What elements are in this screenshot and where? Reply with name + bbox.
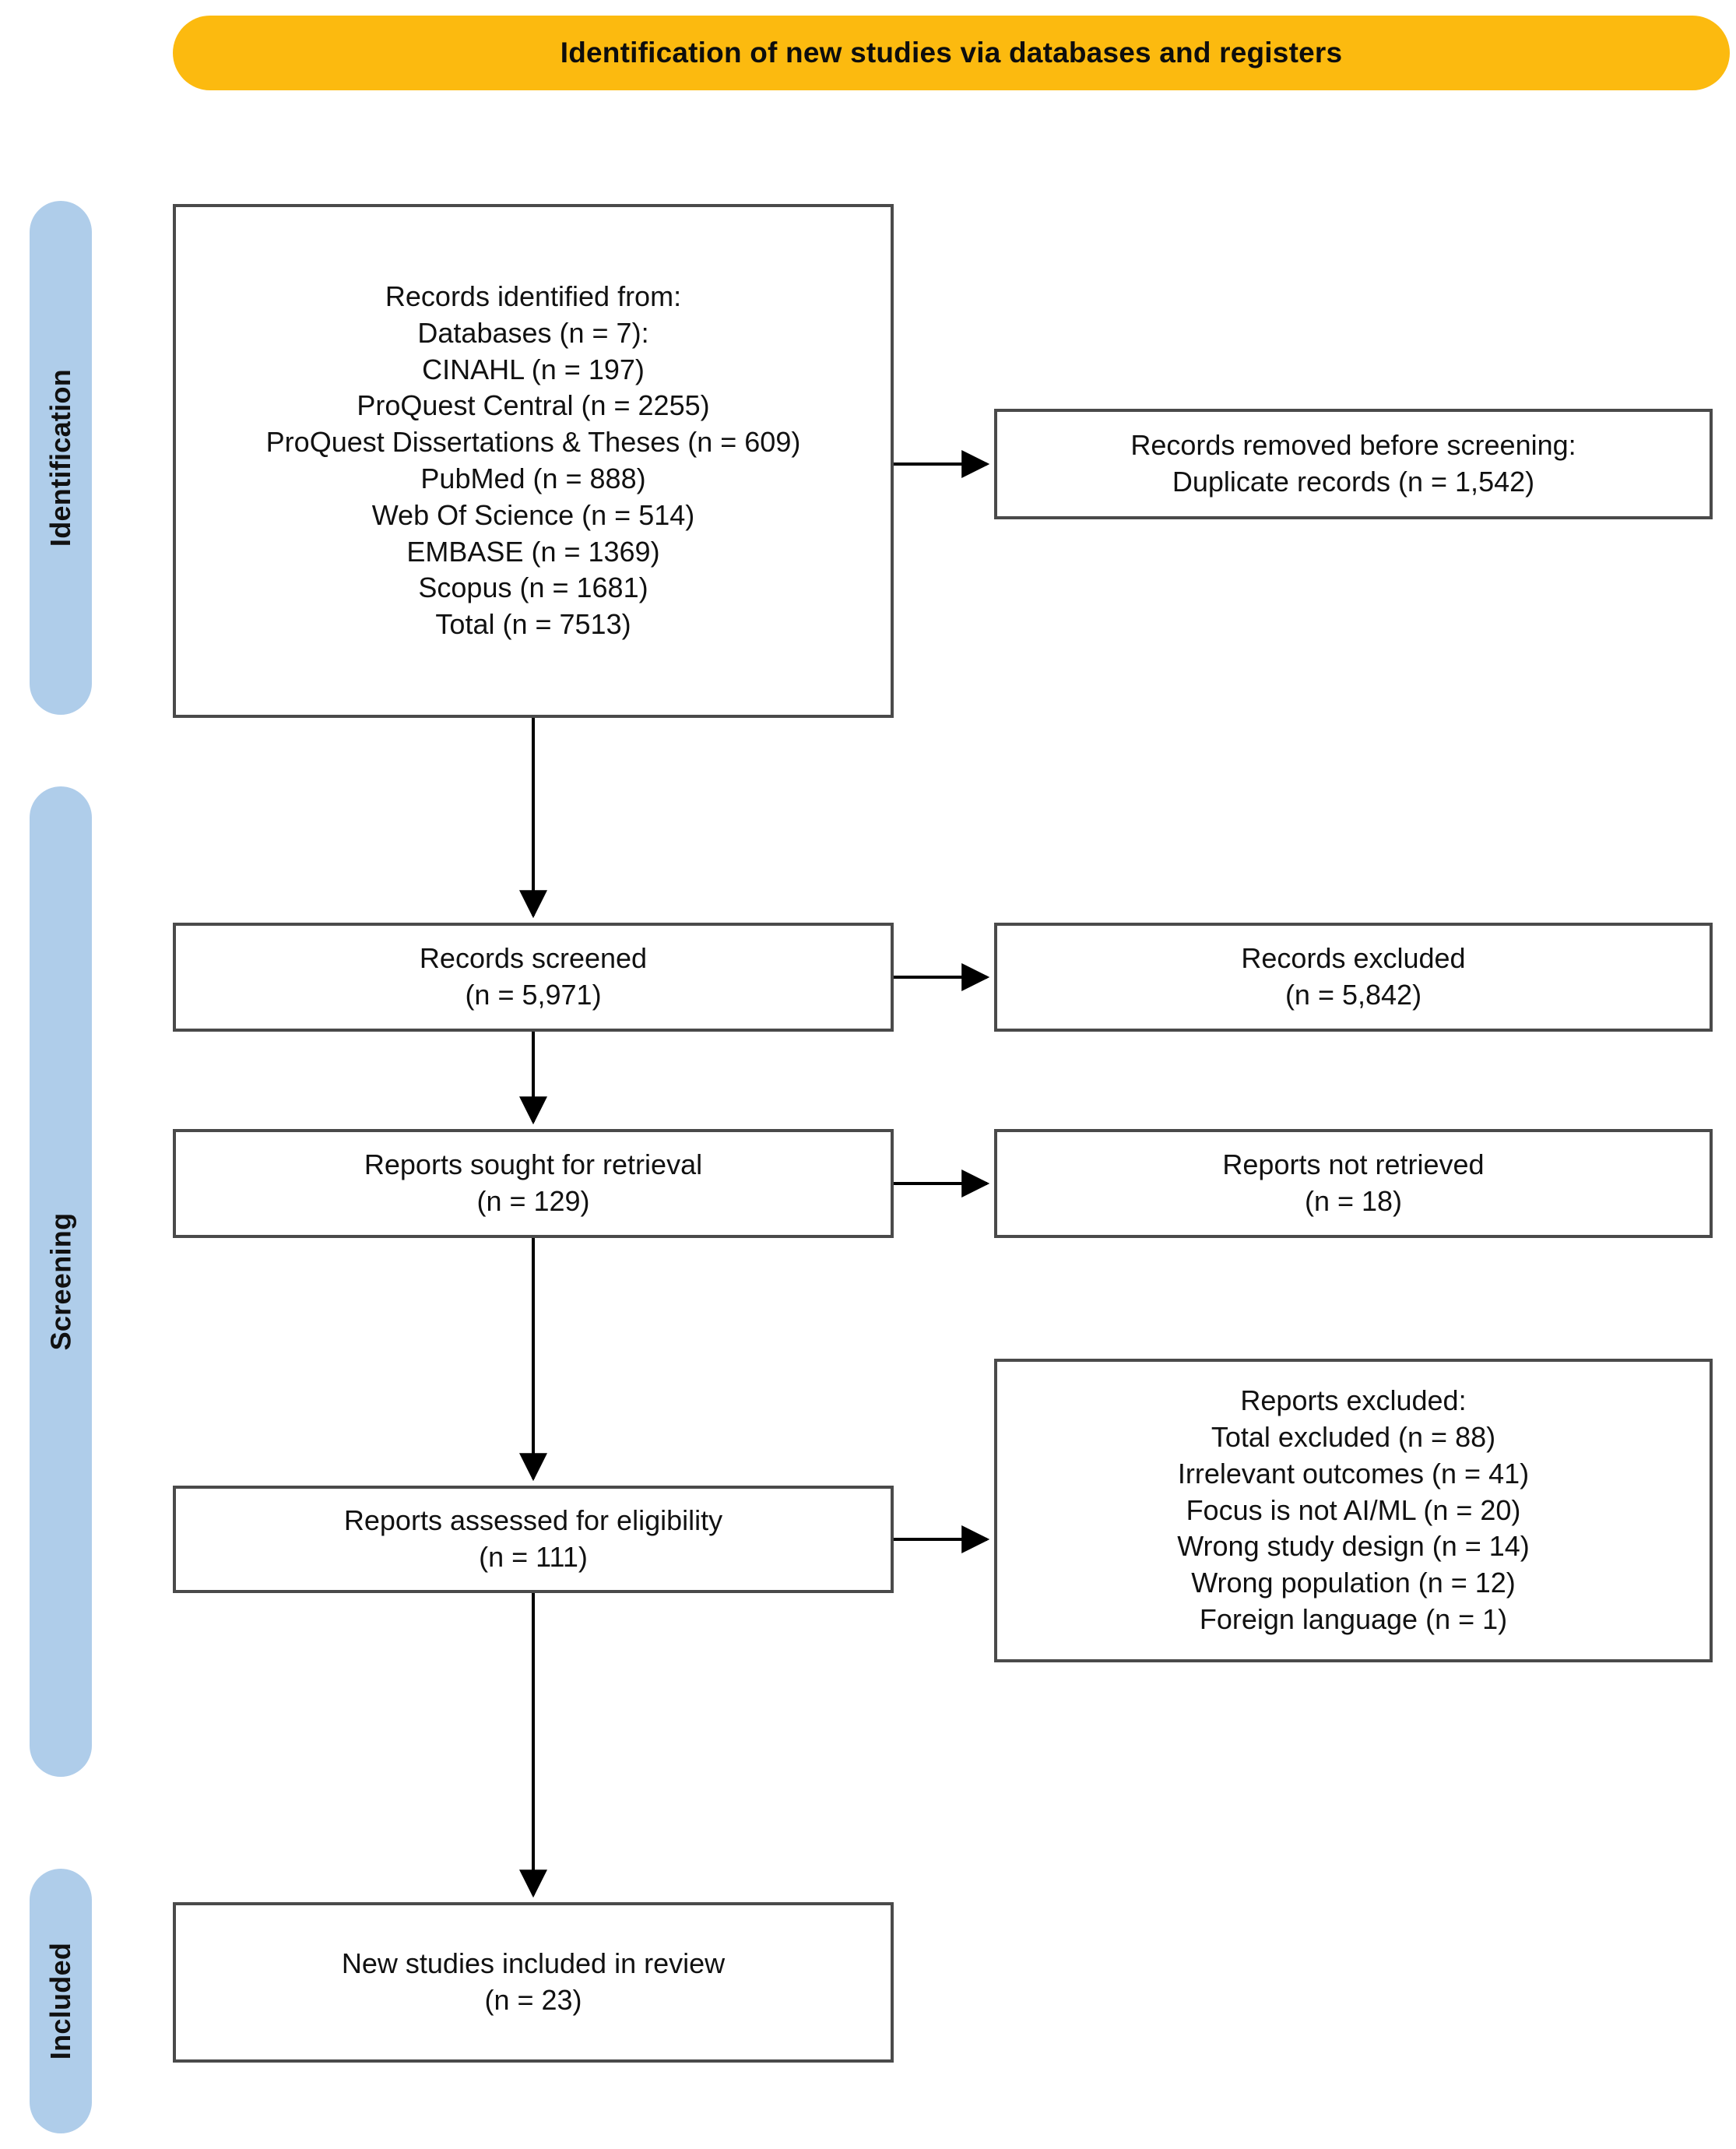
box-line: Records identified from: [385, 280, 682, 313]
stage-bar-screening: Screening [30, 786, 92, 1777]
box-line: Focus is not AI/ML (n = 20) [1186, 1493, 1521, 1526]
box-line: Wrong study design (n = 14) [1177, 1530, 1530, 1563]
box-records-screened: Records screened (n = 5,971) [173, 923, 894, 1032]
box-line: Records excluded [1241, 942, 1466, 975]
box-line: (n = 18) [1304, 1185, 1403, 1217]
box-reports-excluded: Reports excluded: Total excluded (n = 88)… [994, 1359, 1713, 1662]
box-line: Databases (n = 7): [417, 316, 649, 349]
stage-label-screening: Screening [44, 1212, 77, 1351]
box-line: Reports excluded: [1240, 1384, 1467, 1417]
box-line: Reports assessed for eligibility [343, 1504, 723, 1537]
stage-label-included: Included [44, 1942, 77, 2060]
header-banner: Identification of new studies via databa… [173, 16, 1730, 90]
banner-title: Identification of new studies via databa… [560, 37, 1343, 69]
box-line: Wrong population (n = 12) [1191, 1567, 1516, 1599]
stage-bar-included: Included [30, 1869, 92, 2133]
box-line: CINAHL (n = 197) [422, 353, 645, 385]
stage-bar-identification: Identification [30, 201, 92, 715]
box-records-identified: Records identified from:Databases (n = 7… [173, 204, 894, 718]
box-reports-sought: Reports sought for retrieval (n = 129) [173, 1129, 894, 1238]
box-line: (n = 129) [476, 1185, 590, 1217]
box-line: (n = 23) [484, 1984, 582, 2016]
box-line: Total (n = 7513) [435, 608, 631, 641]
box-line: Web Of Science (n = 514) [371, 498, 695, 531]
stage-label-identification: Identification [44, 368, 77, 547]
box-line: Records removed before screening: [1130, 429, 1576, 462]
box-reports-assessed-eligibility: Reports assessed for eligibility (n = 111… [173, 1486, 894, 1593]
box-new-studies-included: New studies included in review (n = 23) [173, 1902, 894, 2063]
box-line: EMBASE (n = 1369) [406, 535, 660, 568]
box-line: Reports not retrieved [1222, 1148, 1485, 1181]
box-line: Total excluded (n = 88) [1211, 1421, 1496, 1453]
box-line: (n = 111) [479, 1541, 588, 1573]
box-records-excluded: Records excluded (n = 5,842) [994, 923, 1713, 1032]
box-line: (n = 5,842) [1284, 979, 1422, 1011]
box-line: ProQuest Dissertations & Theses (n = 609… [265, 426, 801, 459]
box-line: ProQuest Central (n = 2255) [357, 389, 710, 422]
box-line: (n = 5,971) [465, 979, 602, 1011]
box-records-removed: Records removed before screening: Duplica… [994, 409, 1713, 519]
box-line: Duplicate records (n = 1,542) [1172, 466, 1535, 498]
box-line: New studies included in review [341, 1947, 726, 1980]
box-line: Irrelevant outcomes (n = 41) [1177, 1457, 1530, 1490]
box-line: Foreign language (n = 1) [1199, 1602, 1508, 1635]
box-line: PubMed (n = 888) [420, 463, 646, 494]
box-line: Reports sought for retrieval [364, 1148, 703, 1181]
box-reports-not-retrieved: Reports not retrieved (n = 18) [994, 1129, 1713, 1238]
box-line: Records screened [419, 942, 648, 975]
box-line: Scopus (n = 1681) [418, 572, 648, 604]
